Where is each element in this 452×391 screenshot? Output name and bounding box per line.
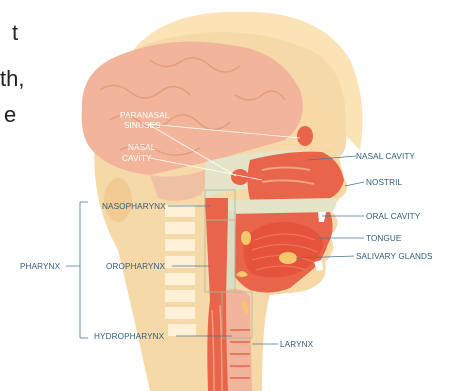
salivary-gland-2 (241, 231, 251, 245)
label-paranasal-line2: SINUSES (124, 121, 161, 130)
label-nasal-inner-line1: NASAL (128, 143, 156, 152)
label-paranasal-line1: PARANASAL (120, 111, 170, 120)
larynx-shape (226, 289, 252, 391)
label-pharynx: PHARYNX (20, 262, 61, 271)
label-hydropharynx: HYDROPHARYNX (94, 332, 165, 341)
ear-shape (104, 178, 132, 222)
salivary-gland-shape (279, 252, 297, 264)
label-tongue: TONGUE (366, 234, 402, 243)
label-nasopharynx: NASOPHARYNX (102, 202, 166, 211)
nasal-cavity-shape (248, 152, 345, 200)
label-oral-cavity: ORAL CAVITY (366, 212, 421, 221)
label-oropharynx: OROPHARYNX (106, 262, 166, 271)
palate-band (228, 198, 337, 214)
label-nostril: NOSTRIL (366, 178, 403, 187)
label-salivary-glands: SALIVARY GLANDS (356, 252, 433, 261)
label-nasal-inner-line2: CAVITY (122, 154, 152, 163)
pharynx-bracket (66, 202, 88, 338)
sinus-frontal (297, 126, 313, 146)
label-larynx: LARYNX (280, 340, 314, 349)
leader-nostril (345, 182, 364, 186)
label-nasal-cavity: NASAL CAVITY (356, 152, 415, 161)
